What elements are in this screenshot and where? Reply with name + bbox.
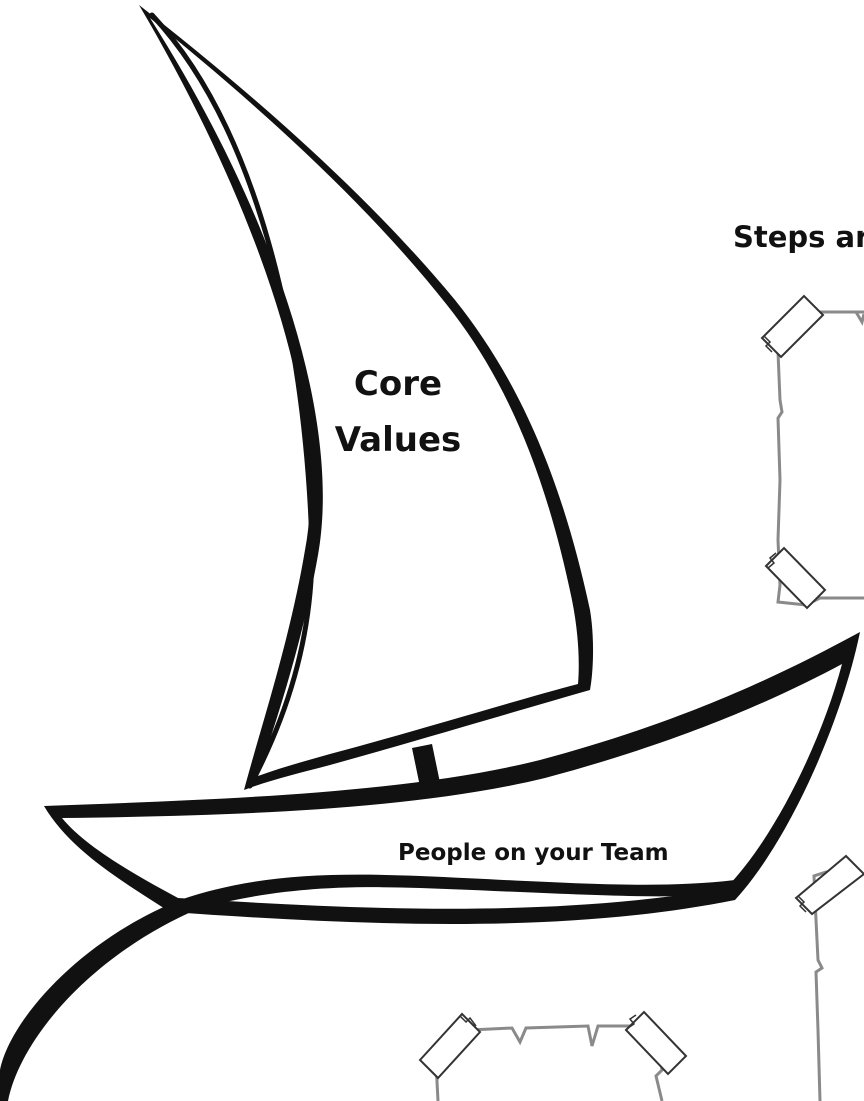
tape-bottom-left (766, 548, 825, 608)
core-values-line1: Core (318, 356, 478, 412)
steps-label: Steps ar (733, 219, 864, 255)
tape-lower-corner (796, 856, 864, 914)
team-label: People on your Team (398, 838, 669, 868)
tape-bottom-right-corner (626, 1012, 686, 1074)
tape-bottom-left-corner (420, 1014, 480, 1078)
core-values-label: Core Values (318, 356, 478, 468)
tape-top-left (762, 296, 823, 357)
core-values-line2: Values (318, 412, 478, 468)
